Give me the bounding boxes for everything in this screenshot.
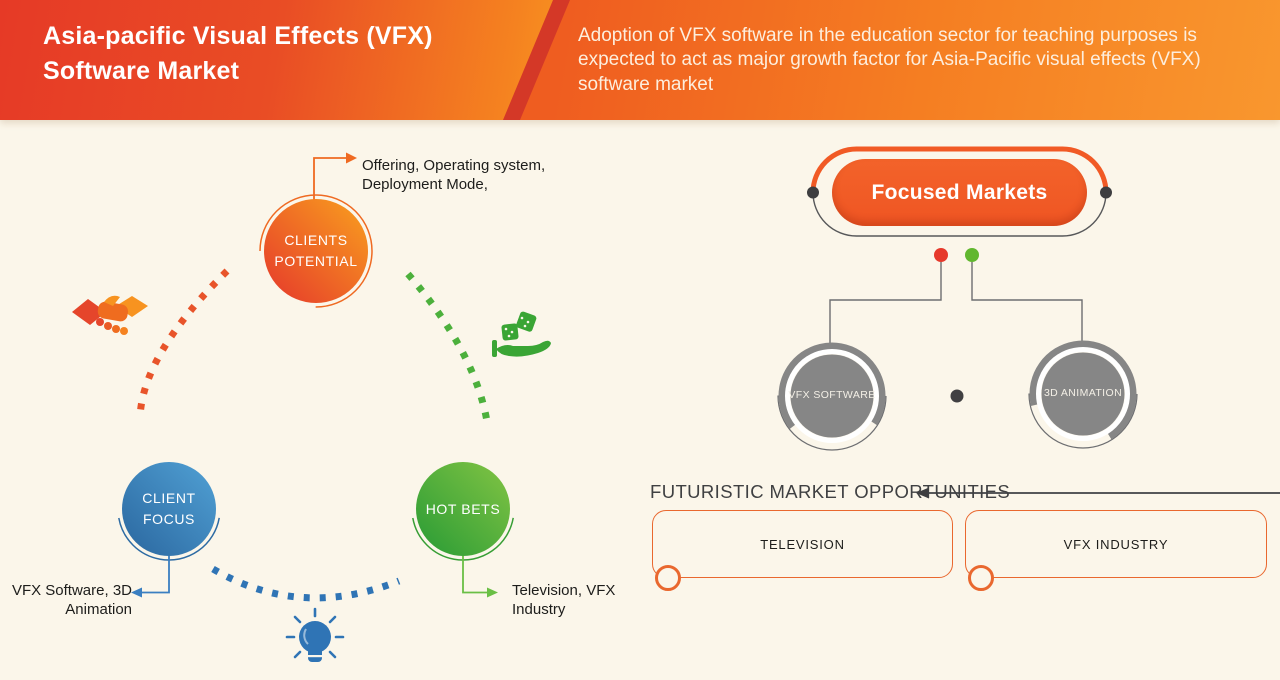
green-dotted-arc <box>405 271 492 429</box>
header-right-panel <box>520 0 1280 120</box>
hot-bets-connector <box>462 556 487 594</box>
opportunities-arrowhead <box>916 487 929 499</box>
vfx-industry-corner-ring-icon <box>968 565 994 591</box>
dice-hand-icon <box>492 311 551 357</box>
opportunity-label-television: TELEVISION <box>760 536 845 552</box>
focused-markets-title: Focused Markets <box>871 180 1048 204</box>
client-focus-arc <box>117 457 221 561</box>
stadium-top-arc <box>810 146 1109 195</box>
left-branch-connector <box>829 262 942 343</box>
blue-dotted-arc <box>211 565 401 602</box>
green-marker-dot <box>965 248 979 262</box>
hot-bets-arrowhead <box>487 587 498 598</box>
header-subtitle: Adoption of VFX software in the educatio… <box>578 25 1201 95</box>
clients-potential-note: Offering, Operating system, Deployment M… <box>362 157 546 194</box>
hot-bets-label: HOT BETS <box>425 500 501 517</box>
opportunity-box-vfx-industry: VFX INDUSTRY <box>965 510 1267 578</box>
opportunity-box-television: TELEVISION <box>652 510 953 578</box>
television-corner-ring-icon <box>655 565 681 591</box>
right-branch-connector <box>971 262 1083 343</box>
clients-potential-node: CLIENTS POTENTIAL <box>264 199 368 303</box>
client-focus-node: CLIENT FOCUS <box>122 462 216 556</box>
center-dot <box>950 389 964 403</box>
segment-label-vfx-software: VFX SOFTWARE <box>788 389 876 401</box>
page-title: Asia-pacific Visual Effects (VFX) Softwa… <box>43 22 433 85</box>
clients-potential-label: CLIENTS POTENTIAL <box>274 232 358 269</box>
header-banner: Asia-pacific Visual Effects (VFX) Softwa… <box>0 0 1280 120</box>
stadium-bottom-arc <box>812 192 1107 237</box>
opportunities-heading: FUTURISTIC MARKET OPPORTUNITIES <box>650 481 1011 502</box>
focused-markets-pill: Focused Markets <box>832 159 1087 226</box>
client-focus-connector <box>142 556 170 594</box>
red-marker-dot <box>934 248 948 262</box>
3d-animation-circle <box>1028 339 1138 449</box>
client-focus-arrowhead <box>131 587 142 598</box>
opportunity-label-vfx-industry: VFX INDUSTRY <box>1063 536 1169 552</box>
handshake-icon <box>72 295 148 335</box>
lightbulb-icon <box>285 607 345 662</box>
hot-bets-note: Television, VFX Industry <box>512 582 616 619</box>
client-focus-note: VFX Software, 3D Animation <box>11 582 132 619</box>
segment-label-3d-animation: 3D ANIMATION <box>1043 387 1123 399</box>
stadium-left-dot <box>807 186 819 199</box>
clients-potential-arrowhead <box>346 152 357 164</box>
vfx-software-circle <box>777 341 887 451</box>
clients-potential-connector <box>313 157 346 200</box>
stadium-right-dot <box>1100 186 1112 199</box>
orange-dotted-arc <box>136 268 230 419</box>
hot-bets-arc <box>411 457 515 561</box>
client-focus-label: CLIENT FOCUS <box>142 490 196 527</box>
hot-bets-node: HOT BETS <box>416 462 510 556</box>
clients-potential-arc <box>259 194 373 308</box>
